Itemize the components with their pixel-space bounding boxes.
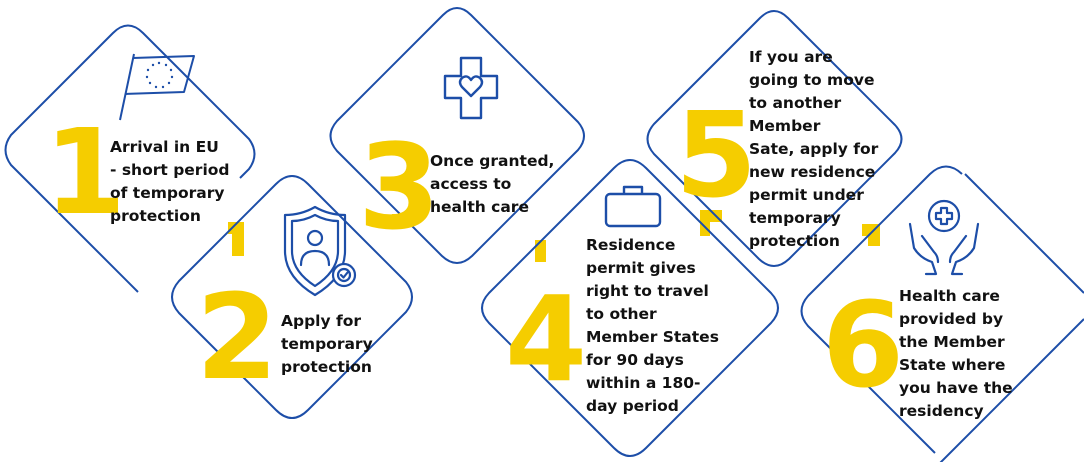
step-5-line: going to move <box>749 71 875 89</box>
step-4-line: right to travel <box>586 282 709 300</box>
step-4-line: Residence <box>586 236 676 254</box>
step-5-line: protection <box>749 232 840 250</box>
eu-flag-icon <box>119 53 195 121</box>
step-5-number: 5 <box>675 86 758 224</box>
step-5-line: permit under <box>749 186 864 204</box>
step-4-line: within a 180- <box>586 374 701 392</box>
step-5-line: Member <box>749 117 821 135</box>
step-4-line: day period <box>586 397 679 415</box>
step-5-text: If you are going to move to another Memb… <box>749 46 878 253</box>
medical-cross-heart-icon <box>443 56 499 120</box>
step-4-line: Member States <box>586 328 719 346</box>
suitcase-icon <box>604 185 662 228</box>
step-4-text: Residence permit gives right to travel t… <box>586 234 719 418</box>
accent-corner <box>228 222 244 256</box>
step-6-line: residency <box>899 402 984 420</box>
step-5-line: If you are <box>749 48 833 66</box>
step-2-number: 2 <box>196 268 279 406</box>
step-6-line: the Member <box>899 333 1005 351</box>
step-2-line: temporary <box>281 335 373 353</box>
step-6-line: Health care <box>899 287 1000 305</box>
step-6-line: provided by <box>899 310 1004 328</box>
accent-corner <box>535 240 546 262</box>
step-2-text: Apply for temporary protection <box>281 310 373 379</box>
step-1-line: protection <box>110 207 201 225</box>
step-4-line: to other <box>586 305 657 323</box>
diamond-4-outline <box>481 159 779 457</box>
step-4-line: permit gives <box>586 259 696 277</box>
step-5-line: Sate, apply for <box>749 140 879 158</box>
step-5-line: new residence <box>749 163 876 181</box>
step-6-number: 6 <box>822 276 905 414</box>
step-4-number: 4 <box>505 270 588 408</box>
step-6-line: State where <box>899 356 1006 374</box>
step-1-text: Arrival in EU - short period of temporar… <box>110 136 230 228</box>
step-3-number: 3 <box>358 118 441 256</box>
step-1-line: of temporary <box>110 184 225 202</box>
diamond-5-outline <box>646 10 903 267</box>
step-6-line: you have the <box>899 379 1013 397</box>
diamond-6-outline <box>800 165 1084 462</box>
step-5-line: to another <box>749 94 842 112</box>
diamond-2-outline <box>171 175 413 419</box>
step-1-line: - short period <box>110 161 230 179</box>
step-3-text: Once granted, access to health care <box>430 150 554 219</box>
step-2-line: Apply for <box>281 312 362 330</box>
diamond-3-outline <box>329 7 585 264</box>
step-3-line: access to <box>430 175 512 193</box>
step-4-line: for 90 days <box>586 351 684 369</box>
step-1-number: 1 <box>44 103 127 241</box>
step-6-text: Health care provided by the Member State… <box>899 285 1013 423</box>
hands-medical-icon <box>908 199 980 276</box>
step-2-line: protection <box>281 358 372 376</box>
step-5-line: temporary <box>749 209 841 227</box>
shield-person-icon <box>283 205 357 297</box>
step-3-line: Once granted, <box>430 152 555 170</box>
step-3-line: health care <box>430 198 529 216</box>
step-1-line: Arrival in EU <box>110 138 219 156</box>
diamond-1-outline <box>4 24 256 293</box>
